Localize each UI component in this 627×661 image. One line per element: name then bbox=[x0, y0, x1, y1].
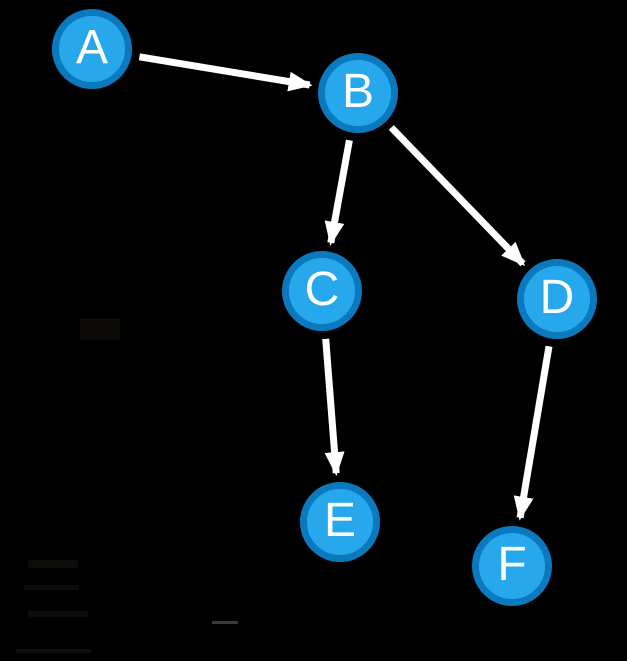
edge-A-B bbox=[138, 53, 313, 92]
node-B[interactable]: B bbox=[318, 53, 398, 133]
node-C[interactable]: C bbox=[282, 251, 362, 331]
node-label-B: B bbox=[341, 65, 374, 118]
node-F[interactable]: F bbox=[472, 526, 552, 606]
edge-B-D bbox=[388, 125, 526, 267]
node-label-D: D bbox=[539, 271, 575, 324]
node-label-E: E bbox=[323, 494, 356, 547]
node-D[interactable]: D bbox=[517, 259, 597, 339]
node-label-A: A bbox=[75, 21, 108, 74]
node-label-C: C bbox=[304, 263, 340, 316]
edge-B-C bbox=[324, 139, 353, 246]
node-A[interactable]: A bbox=[52, 9, 132, 89]
node-E[interactable]: E bbox=[300, 482, 380, 562]
node-label-F: F bbox=[497, 538, 527, 591]
edge-C-E bbox=[322, 338, 345, 477]
edge-D-F bbox=[513, 345, 553, 521]
